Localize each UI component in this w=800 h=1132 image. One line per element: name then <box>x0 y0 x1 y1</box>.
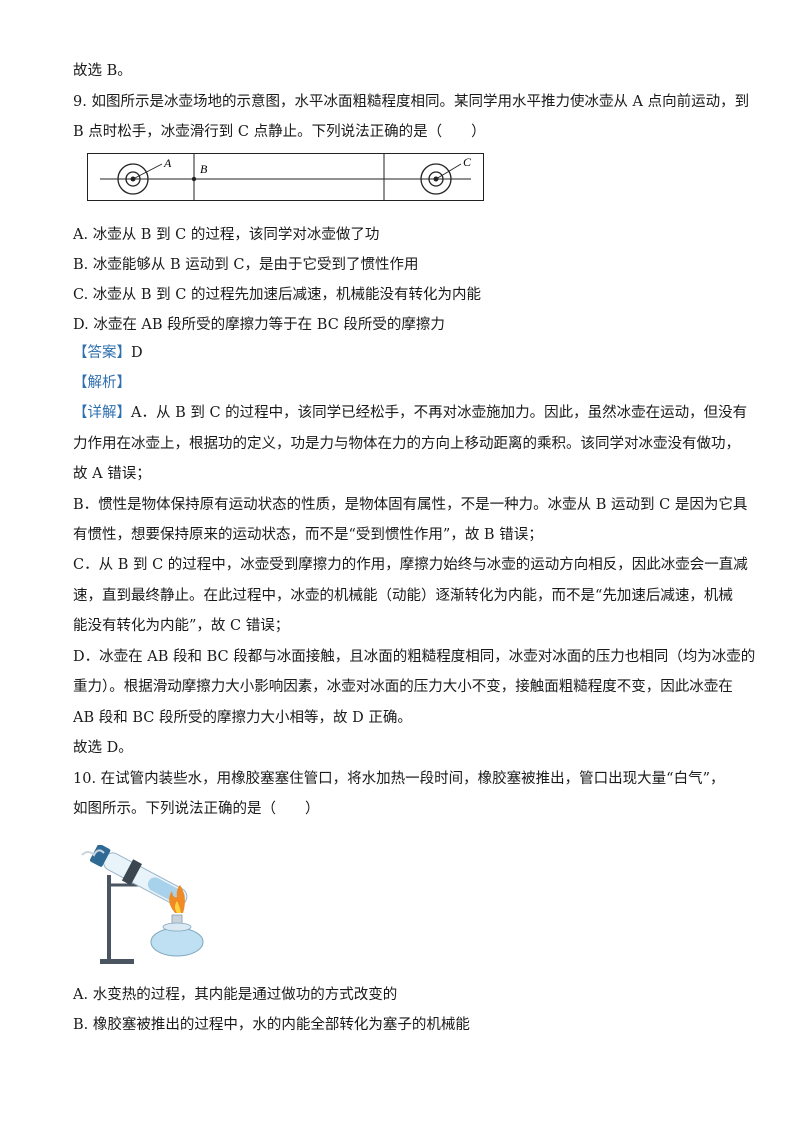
stand-base <box>100 959 134 964</box>
explanation-line: 速，直到最终静止。在此过程中，冰壶的机械能（动能）逐渐转化为内能，而不是“先加速… <box>73 588 733 604</box>
test-tube <box>89 845 188 907</box>
test-tube-heating-figure <box>81 845 204 964</box>
explanation-text: A．从 B 到 C 的过程中，该同学已经松手，不再对冰壶施加力。因此，虽然冰壶在… <box>131 405 748 421</box>
label-a: A <box>163 156 172 170</box>
option-c: C. 冰壶从 B 到 C 的过程先加速后减速，机械能没有转化为内能 <box>73 287 481 303</box>
stand-pole <box>107 875 111 961</box>
house-c <box>420 163 462 195</box>
flame <box>169 885 185 913</box>
answer-line: 【答案】D <box>73 343 143 363</box>
analysis-tag: 【解析】 <box>73 375 131 391</box>
explanation-line: C．从 B 到 C 的过程中，冰壶受到摩擦力的作用，摩擦力始终与冰壶的运动方向相… <box>73 557 748 573</box>
explanation-line: 故选 D。 <box>73 740 133 756</box>
explanation-line: 能没有转化为内能”，故 C 错误； <box>73 618 290 634</box>
option-d: D. 冰壶在 AB 段所受的摩擦力等于在 BC 段所受的摩擦力 <box>73 317 445 333</box>
option-b: B. 冰壶能够从 B 运动到 C，是由于它受到了惯性作用 <box>73 257 419 273</box>
question-10-line-1: 10. 在试管内装些水，用橡胶塞塞住管口，将水加热一段时间，橡胶塞被推出，管口出… <box>73 771 725 787</box>
q10-option-a: A. 水变热的过程，其内能是通过做功的方式改变的 <box>73 987 398 1003</box>
q10-option-b: B. 橡胶塞被推出的过程中，水的内能全部转化为塞子的机械能 <box>73 1017 470 1033</box>
label-b: B <box>200 162 208 176</box>
house-a <box>117 163 163 195</box>
answer-tag: 【答案】 <box>73 345 131 361</box>
question-9-line-2: B 点时松手，冰壶滑行到 C 点静止。下列说法正确的是（ ） <box>73 124 486 140</box>
explanation-line: 故 A 错误； <box>73 466 151 482</box>
white-steam <box>81 849 105 857</box>
curling-field-diagram: A B C <box>87 153 484 201</box>
option-a: A. 冰壶从 B 到 C 的过程，该同学对冰壶做了功 <box>73 227 380 243</box>
text-line: 故选 B。 <box>73 63 132 79</box>
point-b <box>191 176 197 182</box>
explanation-line: 有惯性，想要保持原来的运动状态，而不是“受到惯性作用”，故 B 错误； <box>73 527 543 543</box>
label-c: C <box>463 155 472 169</box>
explanation-line: D．冰壶在 AB 段和 BC 段都与冰面接触，且冰面的粗糙程度相同，冰壶对冰面的… <box>73 649 756 665</box>
explanation-line: B．惯性是物体保持原有运动状态的性质，是物体固有属性，不是一种力。冰壶从 B 运… <box>73 497 748 513</box>
explanation-line: 【详解】A．从 B 到 C 的过程中，该同学已经松手，不再对冰壶施加力。因此，虽… <box>73 403 747 423</box>
explanation-line: 力作用在冰壶上，根据功的定义，功是力与物体在力的方向上移动距离的乘积。该同学对冰… <box>73 436 740 452</box>
question-9-line-1: 9. 如图所示是冰壶场地的示意图，水平冰面粗糙程度相同。某同学用水平推力使冰壶从… <box>73 94 750 110</box>
rubber-stopper <box>89 845 111 867</box>
answer-value: D <box>131 345 143 361</box>
detail-tag: 【详解】 <box>73 405 131 421</box>
explanation-line: AB 段和 BC 段所受的摩擦力大小相等，故 D 正确。 <box>73 710 412 726</box>
explanation-line: 重力）。根据滑动摩擦力大小影响因素，冰壶对冰面的压力大小不变，接触面粗糙程度不变… <box>73 679 733 695</box>
alcohol-lamp <box>150 927 204 957</box>
question-10-line-2: 如图所示。下列说法正确的是（ ） <box>73 801 320 817</box>
